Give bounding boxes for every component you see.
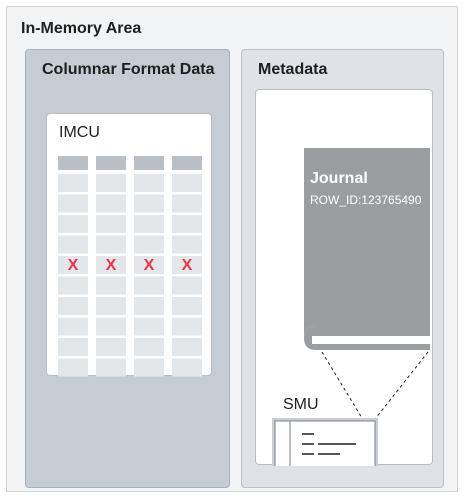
imcu-cell bbox=[96, 194, 126, 213]
imcu-cell bbox=[172, 194, 202, 213]
imcu-cell bbox=[134, 297, 164, 315]
imcu-cell bbox=[172, 358, 202, 377]
imcu-cell bbox=[96, 358, 126, 377]
imcu-card: IMCU X X X X bbox=[46, 113, 212, 377]
imcu-cell bbox=[96, 256, 126, 274]
stale-row-mark: X bbox=[106, 257, 117, 274]
imcu-cell bbox=[172, 338, 202, 356]
journal-row-id: ROW_ID:123765490 bbox=[310, 193, 422, 207]
imcu-column-header bbox=[134, 156, 164, 170]
imcu-cell bbox=[96, 276, 126, 295]
in-memory-area-title: In-Memory Area bbox=[21, 20, 142, 37]
zoom-line-left bbox=[321, 351, 369, 429]
zoom-line-right bbox=[367, 351, 429, 429]
imcu-cell bbox=[96, 215, 126, 233]
imcu-cell bbox=[134, 174, 164, 192]
imcu-cell bbox=[58, 215, 88, 233]
imcu-cell bbox=[58, 276, 88, 295]
stale-row-mark: X bbox=[144, 257, 155, 274]
imcu-cell bbox=[172, 297, 202, 315]
book-page-edge bbox=[312, 336, 430, 344]
imcu-cell bbox=[172, 276, 202, 295]
imcu-cell bbox=[96, 297, 126, 315]
stale-row-mark: X bbox=[182, 257, 193, 274]
imcu-column-header bbox=[96, 156, 126, 170]
imcu-cell bbox=[58, 358, 88, 377]
imcu-cell bbox=[134, 194, 164, 213]
smu-document-icon bbox=[272, 418, 378, 466]
imcu-cell bbox=[172, 256, 202, 274]
metadata-title: Metadata bbox=[258, 61, 328, 78]
journal-book-icon bbox=[272, 148, 430, 466]
imcu-label: IMCU bbox=[59, 124, 100, 141]
imcu-cell bbox=[134, 235, 164, 254]
imcu-column-header bbox=[58, 156, 88, 170]
imcu-cell bbox=[58, 174, 88, 192]
imcu-column-header bbox=[172, 156, 202, 170]
imcu-cell bbox=[96, 235, 126, 254]
imcu-cell bbox=[134, 276, 164, 295]
stale-row-mark: X bbox=[68, 257, 79, 274]
smu-label: SMU bbox=[283, 396, 319, 413]
columnar-format-title: Columnar Format Data bbox=[42, 61, 215, 78]
imcu-cell bbox=[96, 317, 126, 336]
journal-title: Journal bbox=[310, 170, 368, 187]
imcu-cell bbox=[172, 215, 202, 233]
imcu-cell bbox=[96, 174, 126, 192]
imcu-cell bbox=[58, 317, 88, 336]
metadata-panel: Metadata Journal ROW_ID:1237 bbox=[241, 49, 444, 488]
imcu-cell bbox=[96, 338, 126, 356]
imcu-cell bbox=[58, 256, 88, 274]
imcu-cell bbox=[134, 317, 164, 336]
columnar-format-panel: Columnar Format Data IMCU X X X X bbox=[25, 49, 230, 488]
book-cover bbox=[304, 148, 430, 338]
imcu-cell bbox=[58, 194, 88, 213]
imcu-cell bbox=[134, 338, 164, 356]
imcu-cell bbox=[172, 317, 202, 336]
imcu-cell bbox=[58, 297, 88, 315]
imcu-cell bbox=[172, 174, 202, 192]
imcu-cell bbox=[134, 358, 164, 377]
imcu-cell bbox=[58, 338, 88, 356]
imcu-cell bbox=[134, 256, 164, 274]
imcu-cell bbox=[172, 235, 202, 254]
imcu-cell bbox=[134, 215, 164, 233]
imcu-cell bbox=[58, 235, 88, 254]
metadata-card: Journal ROW_ID:123765490 SMU bbox=[255, 89, 433, 466]
